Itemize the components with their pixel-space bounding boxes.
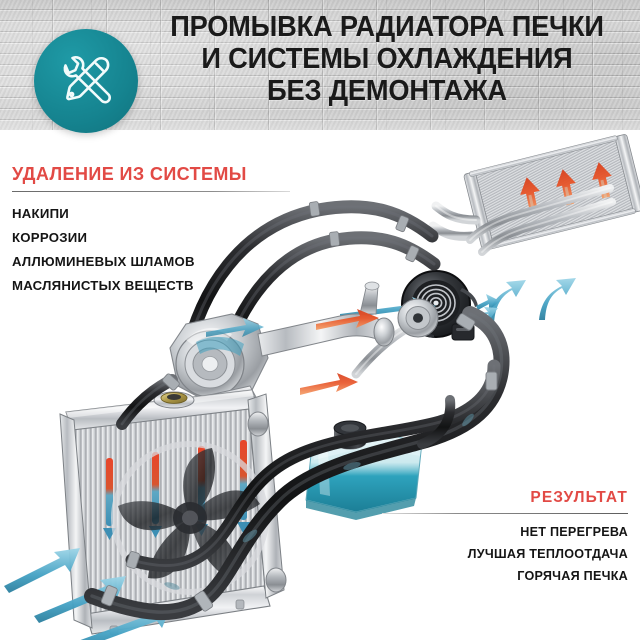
removal-block: УДАЛЕНИЕ ИЗ СИСТЕМЫ НАКИПИ КОРРОЗИИ АЛЛЮ… xyxy=(12,164,312,297)
list-item: АЛЛЮМИНЕВЫХ ШЛАМОВ xyxy=(12,253,195,269)
title-line-3: БЕЗ ДЕМОНТАЖА xyxy=(267,74,507,107)
heater-cold-air-arrows xyxy=(487,278,576,324)
result-block: РЕЗУЛЬТАТ НЕТ ПЕРЕГРЕВА ЛУЧШАЯ ТЕПЛООТДА… xyxy=(338,489,628,587)
hose-markings xyxy=(164,413,474,590)
result-divider xyxy=(382,513,628,514)
heater-core-pipes xyxy=(428,201,481,241)
removal-heading: УДАЛЕНИЕ ИЗ СИСТЕМЫ xyxy=(12,164,247,184)
removal-divider xyxy=(12,191,290,192)
radiator-cap xyxy=(153,391,195,409)
hose-clamps-upper xyxy=(308,201,420,263)
removal-list: НАКИПИ КОРРОЗИИ АЛЛЮМИНЕВЫХ ШЛАМОВ МАСЛЯ… xyxy=(12,192,312,297)
title-line-2: И СИСТЕМЫ ОХЛАЖДЕНИЯ xyxy=(201,42,573,75)
expansion-tank xyxy=(305,420,423,520)
wrench-screwdriver-icon xyxy=(63,56,111,104)
list-item: НАКИПИ xyxy=(12,205,70,221)
page-title: ПРОМЫВКА РАДИАТОРА ПЕЧКИ И СИСТЕМЫ ОХЛАЖ… xyxy=(149,11,625,107)
list-item: ГОРЯЧАЯ ПЕЧКА xyxy=(517,569,628,583)
list-item: ЛУЧШАЯ ТЕПЛООТДАЧА xyxy=(467,547,628,561)
thermostat-hot-arrows xyxy=(300,309,379,395)
list-item: НЕТ ПЕРЕГРЕВА xyxy=(520,525,628,539)
logo-badge xyxy=(34,29,138,133)
hose-clamps-lower xyxy=(100,313,498,612)
result-heading: РЕЗУЛЬТАТ xyxy=(530,489,628,506)
cooling-system-diagram xyxy=(4,134,640,640)
list-item: МАСЛЯНИСТЫХ ВЕЩЕСТВ xyxy=(12,277,194,293)
list-item: КОРРОЗИИ xyxy=(12,229,88,245)
cooling-system-illustration xyxy=(0,128,640,640)
title-line-1: ПРОМЫВКА РАДИАТОРА ПЕЧКИ xyxy=(170,11,604,43)
result-list: НЕТ ПЕРЕГРЕВА ЛУЧШАЯ ТЕПЛООТДАЧА ГОРЯЧАЯ… xyxy=(338,514,628,587)
lower-hoses xyxy=(84,306,510,621)
heater-core xyxy=(463,134,640,250)
